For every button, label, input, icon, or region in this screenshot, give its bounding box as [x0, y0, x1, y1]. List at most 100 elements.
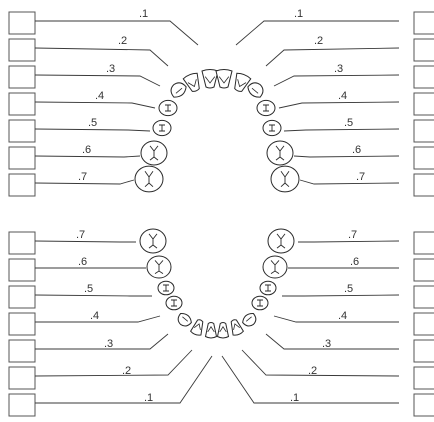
upper-left-tooth-label: .6 — [82, 144, 91, 156]
answer-box-right[interactable] — [414, 286, 434, 308]
upper-second-molar-right — [271, 166, 299, 192]
lower-canine-right — [241, 311, 259, 329]
lower-left-tooth-label: .6 — [78, 256, 87, 268]
answer-box-left[interactable] — [9, 39, 35, 61]
lower-dental-arch — [140, 229, 294, 338]
leader-line — [266, 48, 399, 66]
leader-line — [35, 129, 150, 131]
lower-central-incisor-right — [218, 323, 229, 339]
leader-line — [35, 334, 168, 349]
answer-box-right[interactable] — [414, 120, 434, 142]
upper-right-tooth-label: .7 — [356, 171, 365, 183]
answer-box-right[interactable] — [414, 259, 434, 281]
leader-line — [35, 21, 198, 45]
lower-second-molar-left — [140, 229, 166, 253]
lower-first-molar-left — [147, 256, 171, 278]
upper-left-tooth-label: .1 — [139, 8, 148, 20]
lower-canine-left — [175, 311, 193, 329]
answer-box-left[interactable] — [9, 120, 35, 142]
upper-second-premolar-left — [153, 120, 171, 135]
upper-right-tooth-label: .1 — [294, 8, 303, 20]
answer-box-right[interactable] — [414, 12, 434, 34]
answer-box-left[interactable] — [9, 93, 35, 115]
answer-box-left[interactable] — [9, 340, 35, 362]
leader-line — [242, 350, 399, 376]
leader-lines — [35, 21, 399, 403]
upper-right-tooth-label: .3 — [334, 63, 343, 75]
lower-lateral-incisor-left — [190, 318, 206, 336]
upper-right-tooth-label: .4 — [338, 90, 347, 102]
answer-box-left[interactable] — [9, 174, 35, 196]
lower-left-tooth-label: .4 — [90, 310, 99, 322]
upper-central-incisor-left — [202, 70, 218, 89]
leader-line — [35, 350, 192, 376]
answer-box-left[interactable] — [9, 313, 35, 335]
answer-box-right[interactable] — [414, 66, 434, 88]
lower-right-tooth-label: .3 — [322, 338, 331, 350]
answer-box-right[interactable] — [414, 39, 434, 61]
answer-box-left[interactable] — [9, 394, 35, 416]
answer-box-right[interactable] — [414, 313, 434, 335]
leader-line — [266, 334, 399, 349]
answer-box-left[interactable] — [9, 367, 35, 389]
upper-left-tooth-label: .2 — [118, 35, 127, 47]
upper-first-premolar-right — [257, 100, 275, 115]
lower-second-premolar-right — [260, 281, 276, 295]
answer-box-right[interactable] — [414, 367, 434, 389]
lower-right-tooth-label: .5 — [344, 283, 353, 295]
lower-right-tooth-label: .6 — [350, 256, 359, 268]
leader-line — [279, 102, 399, 108]
answer-box-right[interactable] — [414, 147, 434, 169]
lower-left-tooth-label: .1 — [144, 392, 153, 404]
lower-right-tooth-label: .7 — [348, 229, 357, 241]
answer-box-left[interactable] — [9, 232, 35, 254]
leader-line — [35, 356, 212, 403]
leader-line — [274, 316, 399, 322]
leader-line — [35, 48, 168, 66]
lower-first-premolar-right — [252, 296, 268, 310]
leader-line — [298, 241, 399, 242]
lower-left-tooth-label: .3 — [104, 338, 113, 350]
lower-left-tooth-label: .2 — [122, 365, 131, 377]
upper-second-molar-left — [135, 166, 163, 192]
upper-central-incisor-right — [216, 70, 232, 89]
answer-box-left[interactable] — [9, 147, 35, 169]
answer-box-left[interactable] — [9, 12, 35, 34]
upper-right-tooth-label: .6 — [352, 144, 361, 156]
leader-line — [35, 102, 155, 108]
leader-line — [35, 75, 160, 86]
upper-dental-arch — [135, 70, 299, 192]
lower-left-tooth-label: .5 — [84, 283, 93, 295]
upper-left-tooth-label: .5 — [88, 117, 97, 129]
lower-second-molar-right — [268, 229, 294, 253]
leader-line — [35, 241, 136, 242]
leader-line — [284, 129, 399, 131]
lower-right-tooth-label: .1 — [290, 392, 299, 404]
leader-line — [35, 295, 152, 296]
answer-box-left[interactable] — [9, 259, 35, 281]
answer-box-left[interactable] — [9, 66, 35, 88]
upper-left-tooth-label: .3 — [106, 63, 115, 75]
lower-right-tooth-label: .2 — [308, 365, 317, 377]
upper-second-premolar-right — [263, 120, 281, 135]
lower-second-premolar-left — [158, 281, 174, 295]
answer-box-right[interactable] — [414, 232, 434, 254]
answer-box-left[interactable] — [9, 286, 35, 308]
leader-line — [294, 156, 399, 157]
leader-line — [274, 75, 399, 86]
answer-box-right[interactable] — [414, 340, 434, 362]
leader-line — [300, 180, 399, 184]
answer-box-right[interactable] — [414, 93, 434, 115]
lower-first-molar-right — [263, 256, 287, 278]
leader-line — [35, 156, 140, 157]
upper-first-molar-right — [267, 141, 293, 165]
lower-left-tooth-label: .7 — [76, 229, 85, 241]
upper-left-tooth-label: .4 — [95, 90, 104, 102]
upper-first-premolar-left — [159, 100, 177, 115]
answer-box-right[interactable] — [414, 394, 434, 416]
answer-box-right[interactable] — [414, 174, 434, 196]
upper-right-tooth-label: .5 — [344, 117, 353, 129]
lower-lateral-incisor-right — [228, 318, 244, 336]
